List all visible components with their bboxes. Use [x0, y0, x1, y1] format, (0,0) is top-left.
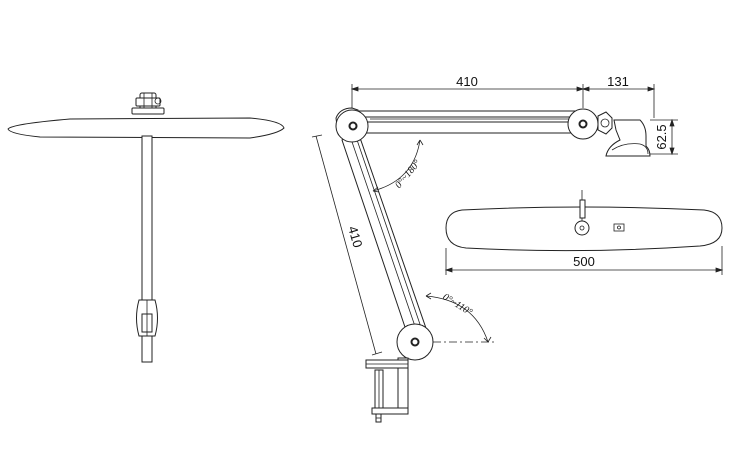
front-shade [7, 117, 285, 139]
upper-arm [351, 110, 585, 134]
front-clamp-knob [136, 299, 158, 337]
shade-top-view [445, 190, 723, 252]
shade-switch [613, 223, 625, 232]
elbow-angle-label: 0°~180° [393, 158, 423, 191]
dimension-lines [311, 84, 724, 356]
front-shade-mount [131, 92, 165, 115]
desk-clamp [365, 357, 409, 423]
front-pole [141, 135, 153, 363]
base-joint [396, 323, 434, 361]
shade-pivot [574, 220, 590, 236]
head-offset-label: 131 [607, 74, 629, 89]
elbow-angle-arc [372, 139, 421, 192]
lower-arm-length-label: 410 [345, 224, 365, 249]
shade-width-label: 500 [573, 254, 595, 269]
elbow-joint [335, 107, 369, 143]
front-view [7, 92, 285, 363]
arm-top-length-label: 410 [456, 74, 478, 89]
base-angle-label: 0°~110° [441, 292, 475, 319]
head-height-label: 62.5 [654, 124, 669, 149]
base-angle-arc [425, 295, 489, 343]
side-view [335, 107, 651, 423]
head-joint [567, 108, 613, 140]
lamp-head [605, 119, 651, 157]
